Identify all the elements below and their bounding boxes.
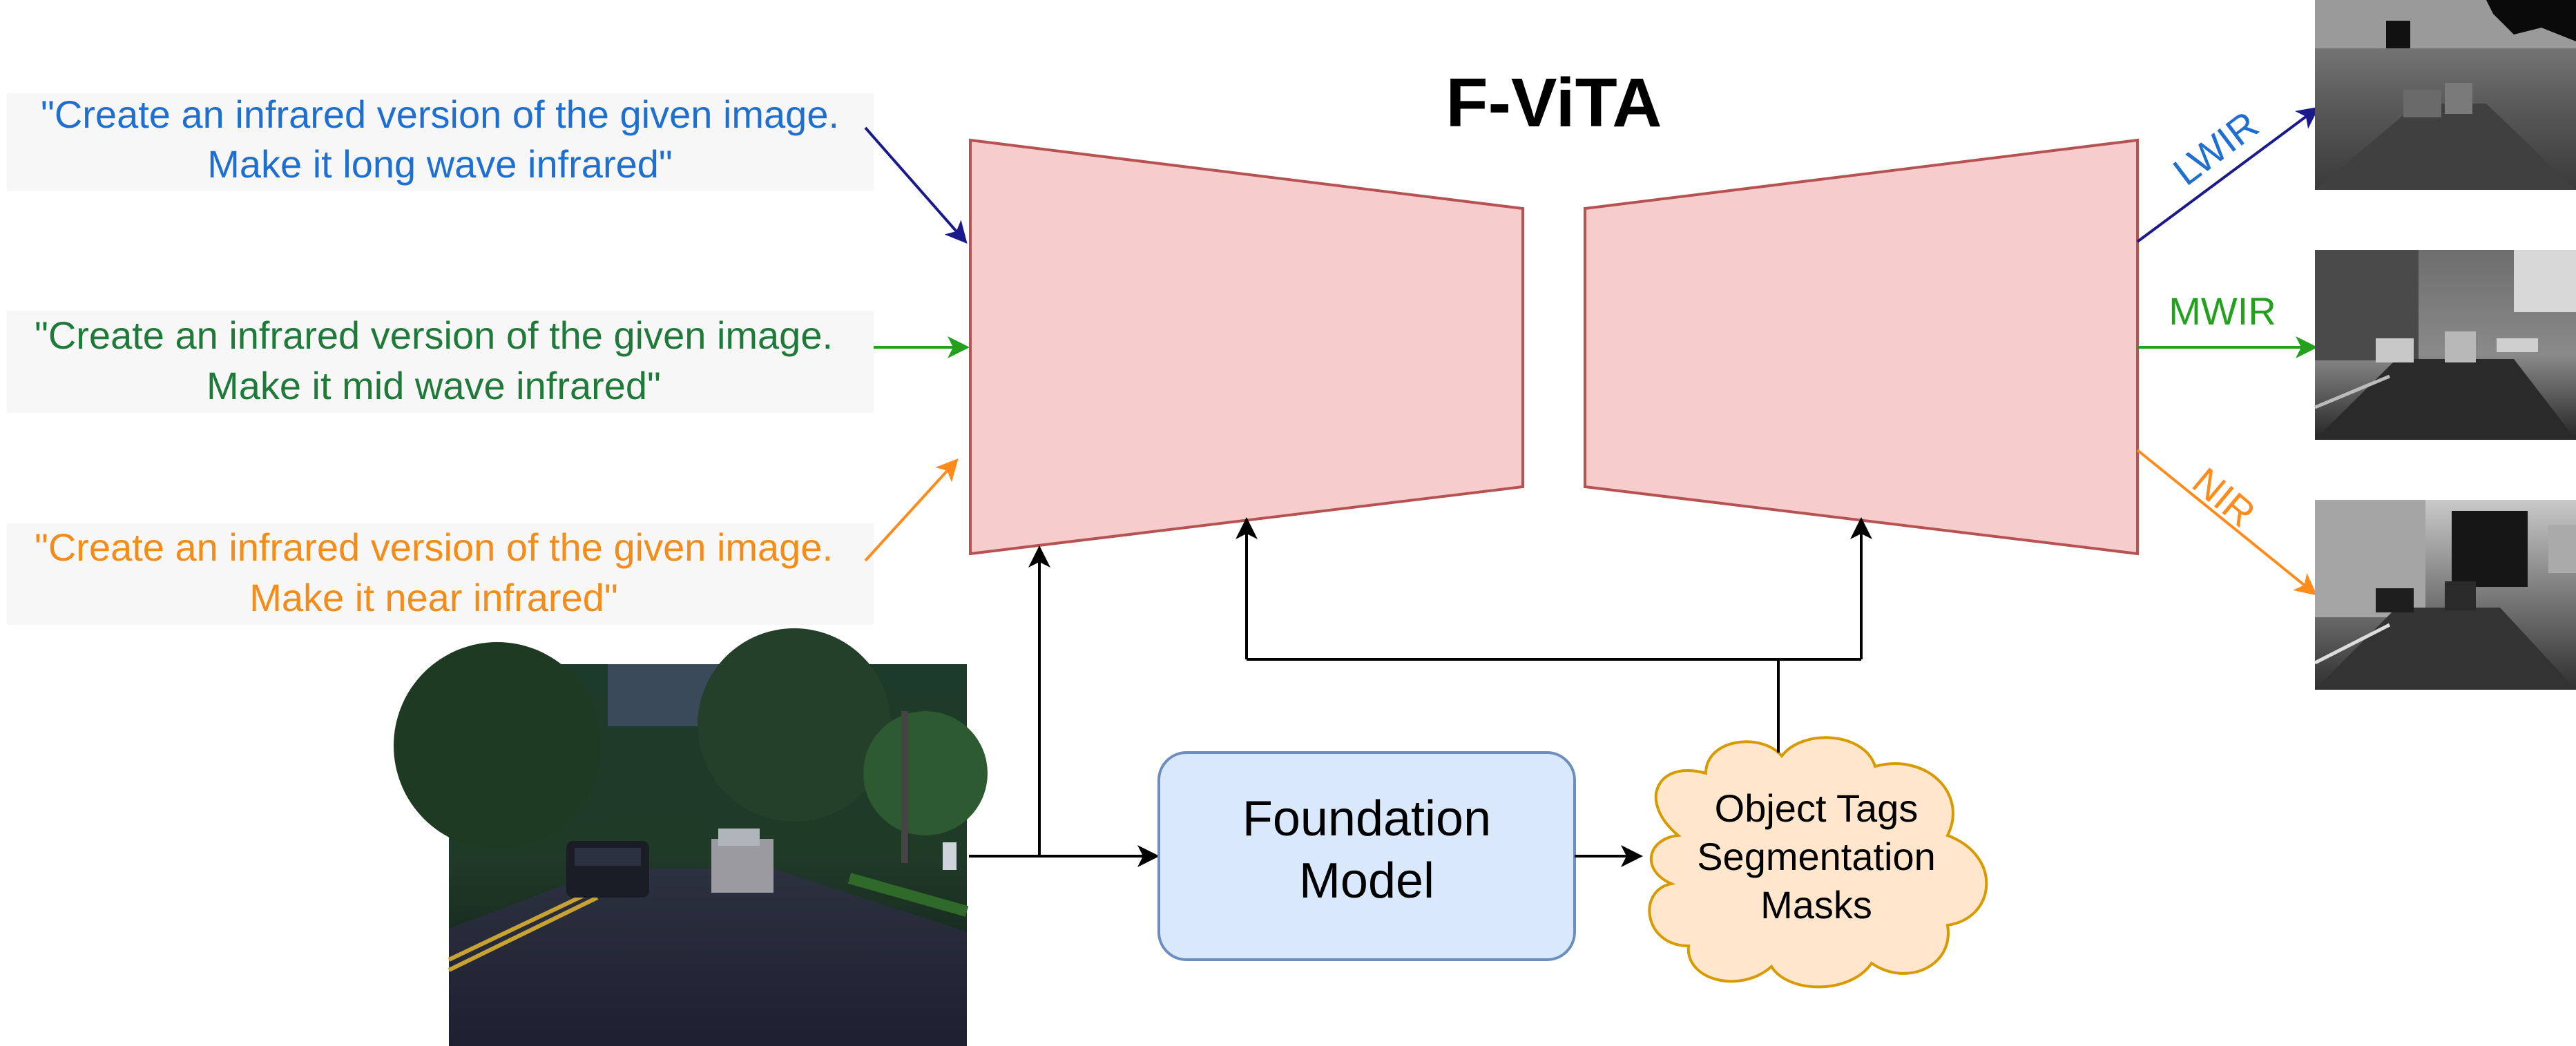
diagram-title: F-ViTA	[1446, 64, 1662, 142]
prompt-mwir-line1: "Create an infrared version of the given…	[35, 313, 833, 357]
prompt-nir: "Create an infrared version of the given…	[7, 523, 874, 625]
prompt-mwir: "Create an infrared version of the given…	[7, 311, 874, 413]
arrow-nir-output	[2136, 449, 2318, 596]
prompt-mwir-line2: Make it mid wave infrared"	[206, 364, 661, 407]
arrow-lwir-output	[2136, 106, 2320, 243]
prompt-lwir: "Create an infrared version of the given…	[7, 93, 874, 191]
nir-output-image	[2314, 500, 2576, 690]
cloud-label-line1: Object Tags	[1715, 786, 1919, 830]
output-label-nir: NIR	[2184, 459, 2263, 535]
output-label-lwir: LWIR	[2165, 102, 2266, 193]
foundation-model-label-line1: Foundation	[1242, 791, 1491, 846]
prompt-bg	[7, 93, 874, 191]
decoder-block	[1584, 138, 2139, 556]
arrow-nir-prompt	[864, 458, 959, 562]
arrow-lwir-prompt	[864, 126, 968, 244]
output-label-mwir: MWIR	[2169, 289, 2276, 333]
input-image	[394, 628, 988, 1046]
cloud-label-line3: Masks	[1760, 883, 1872, 927]
prompt-nir-line1: "Create an infrared version of the given…	[35, 525, 833, 569]
encoder-block	[969, 138, 1524, 556]
prompt-bg	[7, 523, 874, 625]
prompt-bg	[7, 311, 874, 413]
prompt-lwir-line2: Make it long wave infrared"	[207, 142, 673, 186]
cloud-label-line2: Segmentation	[1697, 835, 1936, 878]
lwir-output-image	[2315, 0, 2576, 190]
prompt-nir-line2: Make it near infrared"	[249, 576, 617, 619]
mwir-output-image	[2314, 250, 2576, 440]
foundation-model-label-line2: Model	[1299, 853, 1434, 909]
prompt-lwir-line1: "Create an infrared version of the given…	[41, 93, 839, 136]
object-tags-cloud	[1648, 736, 1988, 989]
